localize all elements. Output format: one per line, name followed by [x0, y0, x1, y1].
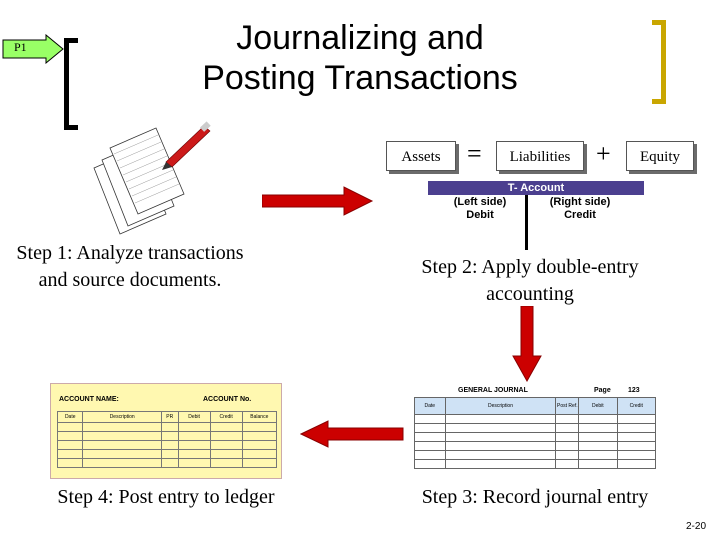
table-row [414, 459, 657, 469]
journal-col-debit: Debit [578, 397, 618, 415]
t-account-right: (Right side) Credit [540, 196, 620, 222]
arrow-right-icon [262, 186, 374, 216]
step-1-caption: Step 1: Analyze transactions and source … [16, 242, 244, 291]
journal-page-label: Page [594, 387, 611, 394]
equation-liabilities: Liabilities [496, 141, 584, 171]
title-bracket-left [64, 38, 78, 130]
ledger-table: Date Description PR Debit Credit Balance [56, 411, 278, 468]
t-account-debit: Debit [466, 209, 494, 221]
page-number: 2-20 [685, 521, 706, 532]
ledger-col-debit: Debit [177, 411, 211, 423]
p1-tag-label: P1 [14, 40, 27, 54]
journal-page-value: 123 [628, 387, 640, 394]
step-3-caption: Step 3: Record journal entry [421, 486, 649, 508]
table-row [414, 432, 657, 442]
ledger-account-no: ACCOUNT No. [203, 396, 252, 403]
t-account-left: (Left side) Debit [440, 196, 520, 222]
t-account-left-side: (Left side) [453, 196, 507, 208]
t-account-right-side: (Right side) [549, 196, 611, 208]
table-row [414, 441, 657, 451]
step-2-caption: Step 2: Apply double-entry accounting [421, 256, 639, 305]
source-documents-icon [93, 121, 211, 235]
table-row [414, 414, 657, 424]
journal-col-date: Date [414, 397, 446, 415]
table-row [56, 422, 278, 432]
journal-title: GENERAL JOURNAL [458, 387, 528, 394]
arrow-left-icon [300, 420, 404, 448]
equation-equals: = [467, 139, 482, 168]
journal-col-post-ref: Post Ref. [555, 397, 580, 415]
general-journal-form: GENERAL JOURNAL Page 123 Date Descriptio… [414, 385, 657, 473]
ledger-col-description: Description [82, 411, 162, 423]
p1-tag-arrow [2, 34, 64, 64]
ledger-account-name: ACCOUNT NAME: [59, 396, 119, 403]
table-row [56, 440, 278, 450]
page-title: Journalizing and Posting Transactions [150, 18, 570, 98]
ledger-col-date: Date [56, 411, 84, 423]
ledger-form: ACCOUNT NAME: ACCOUNT No. Date Descripti… [50, 383, 282, 479]
ledger-col-pr: PR [160, 411, 179, 423]
step-4-caption: Step 4: Post entry to ledger [57, 486, 275, 508]
journal-col-description: Description [444, 397, 557, 415]
table-row [414, 450, 657, 460]
ledger-col-balance: Balance [241, 411, 278, 423]
journal-col-credit: Credit [616, 397, 657, 415]
table-row [56, 431, 278, 441]
title-line-2: Posting Transactions [202, 59, 518, 97]
equation-equity: Equity [626, 141, 694, 171]
t-account-header: T- Account [428, 181, 644, 195]
title-line-1: Journalizing and [236, 19, 484, 57]
t-account-divider [525, 195, 528, 250]
equation-plus: + [596, 139, 611, 168]
table-row [56, 449, 278, 459]
arrow-down-icon [512, 306, 542, 382]
title-bracket-right [652, 20, 666, 104]
ledger-col-credit: Credit [209, 411, 243, 423]
journal-table: Date Description Post Ref. Debit Credit [414, 397, 657, 469]
table-row [56, 458, 278, 468]
equation-assets: Assets [386, 141, 456, 171]
t-account-credit: Credit [564, 209, 596, 221]
table-row [414, 423, 657, 433]
